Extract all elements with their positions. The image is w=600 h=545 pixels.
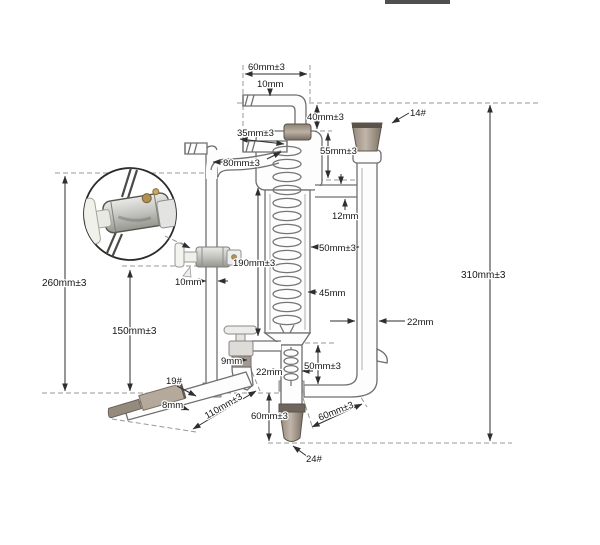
dim-label-receiver-tip: 8mm (162, 400, 183, 411)
joint-24-cone (279, 411, 304, 442)
dim-label-bottom-height: 60mm±3 (251, 411, 288, 422)
dim-label-condenser-od: 45mm (319, 288, 345, 299)
valve-body (228, 340, 254, 357)
dim-label-tube-gap: 50mm±3 (319, 243, 356, 254)
leader-arrow-14 (391, 112, 410, 124)
dim-label-top-barb: 10mm (257, 79, 283, 90)
dimension-labels: 60mm±3 10mm 40mm±3 14# 35mm±3 55mm±3 80m… (41, 61, 507, 467)
joint-14-rim (352, 123, 382, 128)
joint-label-24: 24# (306, 454, 323, 465)
condenser-jacket (264, 189, 311, 334)
drip-spike (376, 348, 388, 364)
dimension-line (311, 403, 363, 428)
magnifier-leader-arrow (164, 235, 191, 249)
dimension-line (239, 136, 285, 147)
joint-19-rim (179, 383, 187, 399)
valve-arm-fill (252, 342, 281, 351)
stopcock-magnifier (83, 167, 191, 261)
joint-label-19: 19# (166, 376, 183, 387)
dimension-lines (62, 71, 493, 458)
dim-label-connector: 12mm (332, 211, 358, 222)
barrel-ring (110, 200, 117, 233)
right-return-tube (303, 161, 378, 398)
brass-screw (141, 193, 152, 204)
stopcock-barrel (195, 246, 231, 268)
dimension-line (266, 151, 282, 160)
ptfe-stopcock (174, 242, 242, 278)
dim-label-head-height: 55mm±3 (320, 146, 357, 157)
inner-coil (283, 347, 299, 386)
reference-line (111, 418, 197, 433)
dim-label-side-arm: 80mm±3 (223, 158, 260, 169)
dim-label-lower-column-od: 22mm (256, 367, 282, 378)
dim-label-overall-height: 310mm±3 (461, 270, 506, 281)
reference-line (251, 371, 261, 392)
top-edge-bar (385, 0, 450, 4)
connector-fill (315, 186, 357, 196)
detail-nut (156, 198, 176, 229)
joint-collar (352, 149, 382, 164)
glass-tube-upper (120, 168, 139, 199)
dim-label-right-tube-od: 22mm (407, 317, 433, 328)
barrel-ring (153, 193, 160, 226)
stopcock-handle-bar (174, 242, 185, 268)
hose-barb-ridges (184, 142, 198, 155)
brass-screw (231, 254, 237, 260)
side-arm-fill (206, 148, 258, 179)
dim-label-left-height: 260mm±3 (42, 278, 87, 289)
joint-label-14: 14# (410, 108, 427, 119)
dim-label-lower-left-height: 150mm±3 (112, 326, 157, 337)
receiver-tip-8mm (107, 398, 143, 419)
shading (117, 215, 152, 222)
valve-t-handle (223, 325, 258, 335)
head-ground-cap (283, 123, 312, 141)
leader-arrow-8mm (174, 404, 190, 411)
dim-label-left-tube-od: 10mm (175, 277, 201, 288)
valve-stem (235, 333, 246, 342)
dim-label-top-width: 60mm±3 (248, 62, 285, 73)
brass-screw-small (152, 188, 160, 196)
reference-line (302, 397, 314, 430)
hose-barb-ridges (242, 94, 255, 107)
drip-tab (182, 265, 192, 278)
dimension-line (192, 390, 257, 430)
dim-label-inner-tube: 9mm (221, 356, 242, 367)
cooling-coil (272, 138, 302, 347)
leader-arrow-19 (176, 385, 197, 397)
leader-arrow-24 (292, 445, 309, 458)
dim-label-riser-height: 40mm±3 (307, 112, 344, 123)
valve-arm (252, 340, 281, 352)
dim-label-inlet-barb: 35mm±3 (237, 128, 274, 139)
dim-label-takeoff-drop: 190mm±3 (233, 258, 275, 269)
stopcock-handle-stem (183, 251, 198, 263)
dim-label-bottom-arm: 60mm±3 (317, 400, 355, 424)
connector-tube-12mm (315, 184, 357, 198)
dim-label-lower-section: 50mm±3 (304, 361, 341, 372)
side-arm-80mm (210, 150, 282, 178)
